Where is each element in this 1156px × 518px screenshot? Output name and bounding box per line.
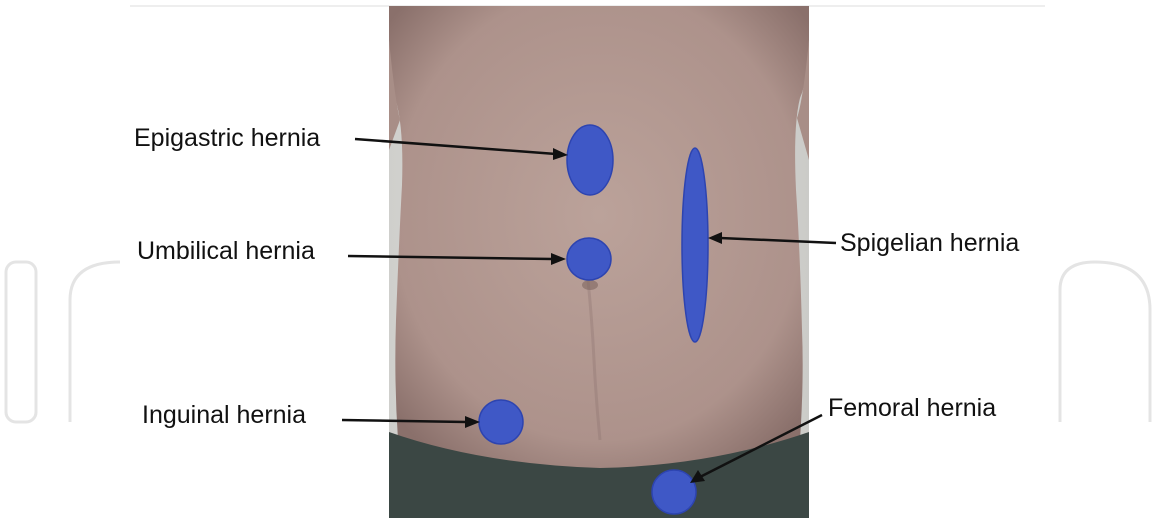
umbilical-hernia-label: Umbilical hernia <box>137 239 315 264</box>
inguinal-hernia-label: Inguinal hernia <box>142 403 306 428</box>
femoral-marker <box>652 470 696 514</box>
inguinal-marker <box>479 400 523 444</box>
spigelian-hernia-label: Spigelian hernia <box>840 231 1019 256</box>
femoral-hernia-label: Femoral hernia <box>828 396 996 421</box>
epigastric-hernia-label: Epigastric hernia <box>134 126 320 151</box>
watermark-letter-i <box>6 262 36 422</box>
epigastric-marker <box>567 125 613 195</box>
navel <box>582 280 598 290</box>
spigelian-marker <box>682 148 708 342</box>
watermark-letter-n <box>1060 262 1150 422</box>
umbilical-marker <box>567 238 611 280</box>
watermark-letter-r <box>70 262 120 422</box>
